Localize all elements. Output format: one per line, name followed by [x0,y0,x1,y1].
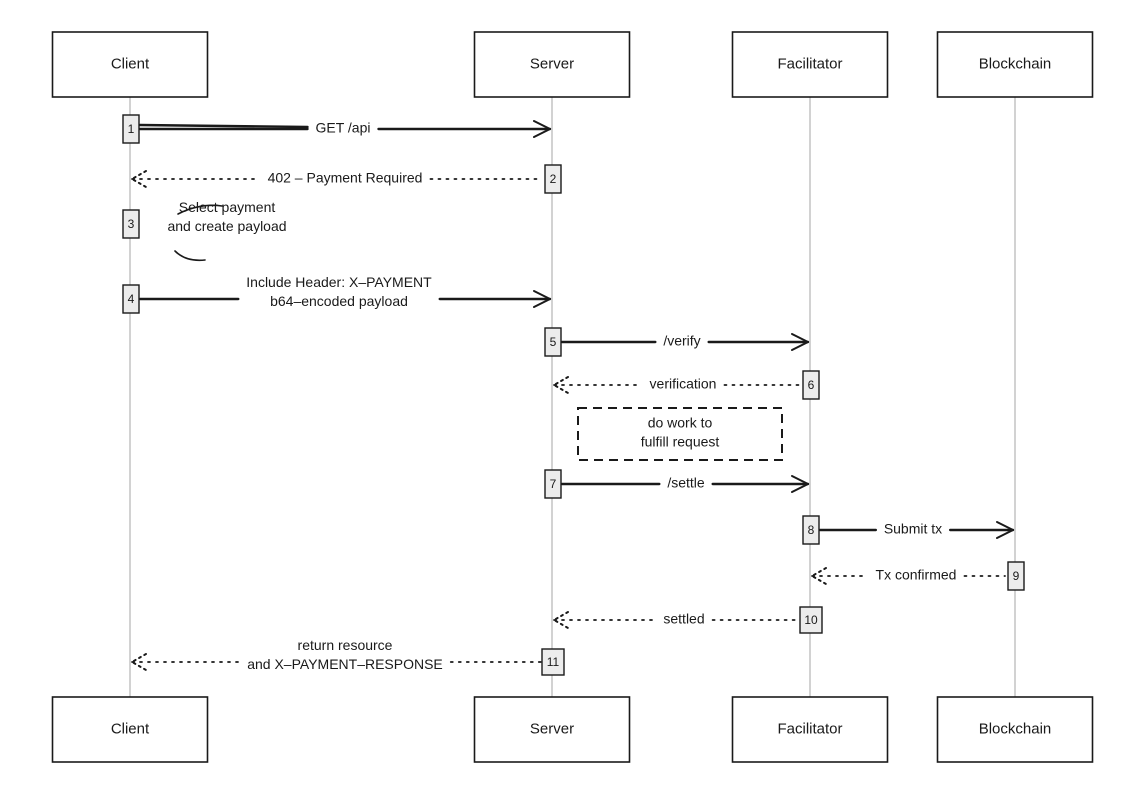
step-number: 6 [808,378,815,392]
activation-box [799,606,823,634]
actor-blockchain-bottom: Blockchain [936,696,1094,763]
actor-box [731,31,889,98]
arrow-head [811,567,827,585]
message-label: /settle [667,475,705,491]
note-box [577,407,783,461]
actor-client-top: Client [51,31,209,98]
arrow-head [131,653,147,671]
actor-client-bottom: Client [51,696,209,763]
actor-label: Server [530,55,574,72]
message-label: /verify [663,333,700,349]
message-step-9: Tx confirmed 9 [811,561,1025,591]
step-number: 7 [550,477,557,491]
actor-facilitator-bottom: Facilitator [731,696,889,763]
step-number: 8 [808,523,815,537]
step-number: 9 [1013,569,1020,583]
activation-box [122,284,140,314]
message-label: settled [663,611,704,627]
message-label: verification [650,376,717,392]
message-step-1: GET /api 1 [122,114,552,144]
activation-box [802,515,820,545]
arrow-head [131,170,147,188]
activation-box [544,327,562,357]
actor-label: Client [111,720,150,737]
actor-facilitator-top: Facilitator [731,31,889,98]
message-step-10: settled 10 [553,606,823,634]
message-step-4: Include Header: X–PAYMENT b64–encoded pay… [122,274,552,314]
actor-box [473,31,631,98]
self-curve-top [177,204,223,215]
message-label: and create payload [167,218,286,234]
actor-box [51,31,209,98]
message-step-3: Select payment and create payload 3 [122,199,287,262]
actor-box [51,696,209,763]
actor-blockchain-top: Blockchain [936,31,1094,98]
activation-box [802,370,820,400]
step-number: 4 [128,292,135,306]
actor-server-top: Server [473,31,631,98]
actor-label: Facilitator [777,55,842,72]
message-step-11: return resource and X–PAYMENT–RESPONSE 11 [131,637,565,676]
actor-box [473,696,631,763]
message-line-sketch [138,123,309,129]
step-number: 10 [804,613,818,627]
actor-server-bottom: Server [473,696,631,763]
message-step-8: Submit tx 8 [802,515,1015,545]
actor-box [936,696,1094,763]
arrow-head [553,611,569,629]
step-number: 3 [128,217,135,231]
message-step-5: /verify 5 [544,327,810,357]
activation-box [541,648,565,676]
arrow-head [533,120,551,138]
note-text-line: do work to [648,415,713,431]
message-label: GET /api [316,120,371,136]
actor-label: Blockchain [979,55,1052,72]
message-label: 402 – Payment Required [268,170,423,186]
message-step-2: 402 – Payment Required 2 [131,164,562,194]
activation-box [122,114,140,144]
message-step-7: /settle 7 [544,469,810,499]
actor-label: Facilitator [777,720,842,737]
arrow-head [553,376,569,394]
arrow-head [996,521,1014,539]
activation-box [544,164,562,194]
step-number: 2 [550,172,557,186]
note-do-work: do work to fulfill request [577,407,783,461]
arrow-head [791,475,809,493]
activation-box [1007,561,1025,591]
message-label: Tx confirmed [876,567,957,583]
step-number: 1 [128,122,135,136]
arrow-head [533,290,551,308]
message-label: Include Header: X–PAYMENT [246,274,432,290]
actor-label: Blockchain [979,720,1052,737]
activation-box [544,469,562,499]
message-label: and X–PAYMENT–RESPONSE [247,656,443,672]
message-label: Submit tx [884,521,942,537]
note-text-line: fulfill request [641,434,720,450]
actor-box [936,31,1094,98]
step-number: 11 [547,655,560,669]
self-curve-bottom [174,250,206,262]
message-step-6: verification 6 [553,370,820,400]
arrow-head [791,333,809,351]
message-label: b64–encoded payload [270,293,408,309]
actor-label: Server [530,720,574,737]
message-label: Select payment [179,199,276,215]
actor-label: Client [111,55,150,72]
message-label: return resource [298,637,393,653]
actor-box [731,696,889,763]
step-number: 5 [550,335,557,349]
activation-box [122,209,140,239]
